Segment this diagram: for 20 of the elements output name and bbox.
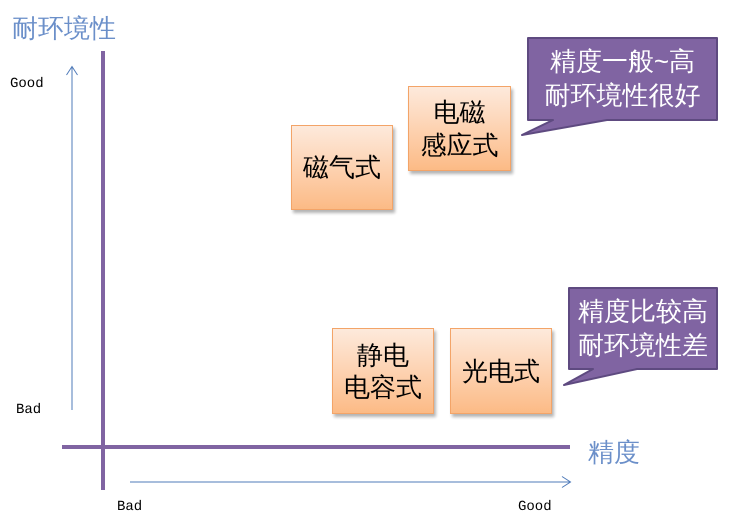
callout-text: 精度比较高 bbox=[578, 294, 708, 328]
box-label: 电磁感应式 bbox=[420, 96, 498, 161]
category-box bbox=[408, 86, 511, 171]
axis-title: 耐环境性 bbox=[12, 13, 116, 43]
axis-title: 精度 bbox=[588, 437, 640, 467]
box-label: 磁气式 bbox=[303, 151, 381, 184]
axis-end-label: Bad bbox=[117, 499, 142, 515]
axis-end-label: Good bbox=[10, 76, 44, 92]
axis-end-label: Bad bbox=[16, 402, 42, 418]
callout-text: 耐环境性差 bbox=[578, 328, 708, 362]
category-box bbox=[332, 328, 434, 414]
category-box bbox=[291, 125, 393, 210]
callout-text: 精度一般~高 bbox=[550, 45, 696, 78]
callout-text: 耐环境性很好 bbox=[544, 79, 700, 112]
box-label: 静电电容式 bbox=[344, 338, 422, 404]
axis-end-label: Good bbox=[518, 499, 552, 515]
callout-bubble bbox=[521, 37, 718, 136]
box-label: 光电式 bbox=[462, 354, 540, 388]
category-box bbox=[450, 328, 552, 414]
callout-bubble bbox=[563, 287, 718, 386]
